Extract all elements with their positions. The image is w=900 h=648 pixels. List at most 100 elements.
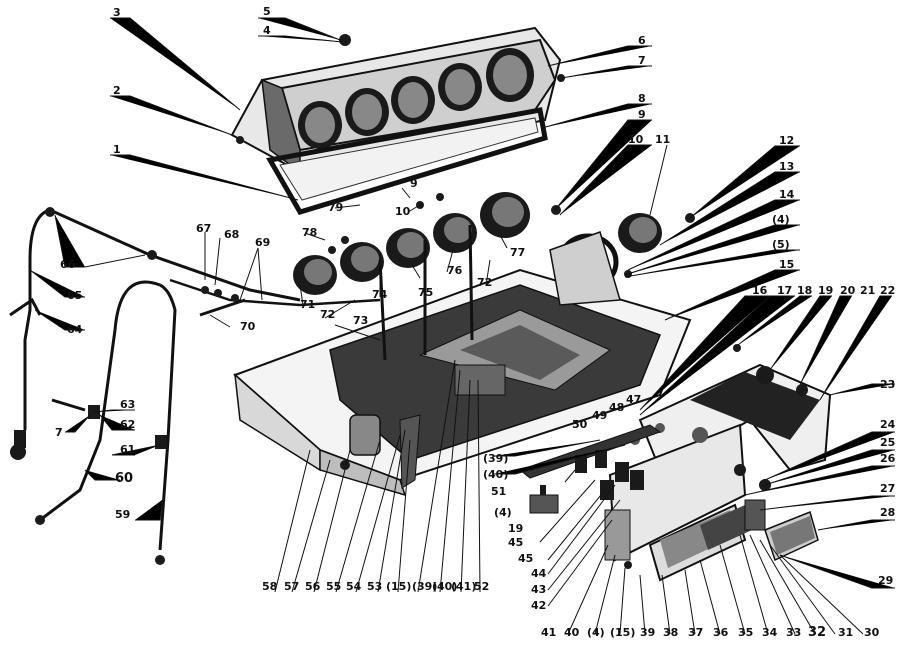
- callout-60: 60: [115, 471, 133, 486]
- callout-4-paren: (4): [772, 213, 790, 226]
- callout-72: 72: [320, 308, 335, 321]
- callout-26: 26: [880, 452, 896, 465]
- callout-27: 27: [880, 482, 895, 495]
- callout-3: 3: [113, 6, 121, 19]
- callout-5: 5: [263, 5, 271, 18]
- leader-lines: [29, 17, 895, 635]
- callout-24: 24: [880, 418, 896, 431]
- callout-32: 32: [808, 625, 826, 640]
- dashboard-housing: [233, 224, 692, 497]
- callout-79: 79: [328, 201, 343, 214]
- callout-16: 16: [752, 284, 768, 297]
- callout-7b: 7: [55, 426, 63, 439]
- callout-37: 37: [688, 626, 703, 639]
- terminal-strip: [518, 424, 662, 500]
- callout-57: 57: [284, 580, 299, 593]
- callout-7: 7: [638, 54, 646, 67]
- callout-30: 30: [864, 626, 880, 639]
- callout-68: 68: [224, 228, 239, 241]
- callout-56: 56: [305, 580, 321, 593]
- callout-63: 63: [120, 398, 135, 411]
- callout-15b: (15): [610, 626, 635, 639]
- callout-4c: (4): [494, 506, 512, 519]
- callout-55: 55: [326, 580, 341, 593]
- callout-31: 31: [838, 626, 853, 639]
- callout-71: 71: [300, 298, 315, 311]
- callout-69: 69: [255, 236, 270, 249]
- callout-15: 15: [779, 258, 794, 271]
- side-panel: [608, 363, 832, 562]
- callout-4b: (4): [587, 626, 605, 639]
- callout-9b: 9: [410, 177, 418, 190]
- callout-43: 43: [531, 583, 546, 596]
- callout-8: 8: [638, 92, 646, 105]
- callout-72b: 72: [477, 276, 492, 289]
- callout-21: 21: [860, 284, 875, 297]
- callout-14: 14: [779, 188, 795, 201]
- callout-12: 12: [779, 134, 794, 147]
- callout-64: 64: [67, 323, 83, 336]
- callout-15-paren: (15): [386, 580, 411, 593]
- callout-2: 2: [113, 84, 121, 97]
- callout-73: 73: [353, 314, 368, 327]
- callout-40-paren-b: (40): [432, 580, 457, 593]
- callout-20: 20: [840, 284, 856, 297]
- callout-67: 67: [196, 222, 211, 235]
- callout-77: 77: [510, 246, 525, 259]
- callout-39-paren: (39): [483, 452, 508, 465]
- cover-gasket: [266, 107, 548, 215]
- callout-28: 28: [880, 506, 895, 519]
- callout-59: 59: [115, 508, 130, 521]
- callout-45b: 45: [508, 536, 523, 549]
- callout-23: 23: [880, 378, 895, 391]
- callout-29: 29: [878, 574, 893, 587]
- callout-25: 25: [880, 436, 895, 449]
- callout-76: 76: [447, 264, 463, 277]
- callout-6: 6: [638, 34, 646, 47]
- callout-70: 70: [240, 320, 256, 333]
- callout-54: 54: [346, 580, 362, 593]
- callout-labels: 3 2 1 5 4 6 7 8 9 10 11 12 13 14 (4) (5)…: [55, 5, 896, 640]
- callout-22: 22: [880, 284, 895, 297]
- callout-61: 61: [120, 443, 135, 456]
- callout-19: 19: [818, 284, 833, 297]
- cables: [9, 207, 381, 565]
- callout-39-paren-b: (39): [412, 580, 437, 593]
- callout-53: 53: [367, 580, 382, 593]
- callout-10b: 10: [395, 205, 411, 218]
- callout-17: 17: [777, 284, 792, 297]
- callout-42: 42: [531, 599, 546, 612]
- callout-19b: 19: [508, 522, 523, 535]
- callout-9: 9: [638, 108, 646, 121]
- callout-45: 45: [518, 552, 533, 565]
- callout-51: 51: [491, 485, 506, 498]
- callout-75: 75: [418, 286, 433, 299]
- callout-34: 34: [762, 626, 778, 639]
- callout-47: 47: [626, 393, 641, 406]
- callout-18: 18: [797, 284, 812, 297]
- callout-33: 33: [786, 626, 801, 639]
- callout-1: 1: [113, 143, 121, 156]
- callout-78: 78: [302, 226, 317, 239]
- callout-40: 40: [564, 626, 580, 639]
- callout-49: 49: [592, 409, 607, 422]
- callout-74: 74: [372, 288, 388, 301]
- callout-41: 41: [541, 626, 556, 639]
- callout-62: 62: [120, 418, 135, 431]
- callout-52: 52: [474, 580, 489, 593]
- callout-50: 50: [572, 418, 588, 431]
- callout-40-paren: (40): [483, 468, 508, 481]
- callout-35: 35: [738, 626, 753, 639]
- callout-66: 66: [60, 258, 76, 271]
- switch-51: [529, 485, 559, 514]
- callout-44: 44: [531, 567, 547, 580]
- callout-4: 4: [263, 24, 271, 37]
- callout-65: 65: [67, 289, 82, 302]
- callout-13: 13: [779, 160, 794, 173]
- callout-5-paren: (5): [772, 238, 790, 251]
- callout-11: 11: [655, 133, 670, 146]
- callout-36: 36: [713, 626, 729, 639]
- callout-58: 58: [262, 580, 277, 593]
